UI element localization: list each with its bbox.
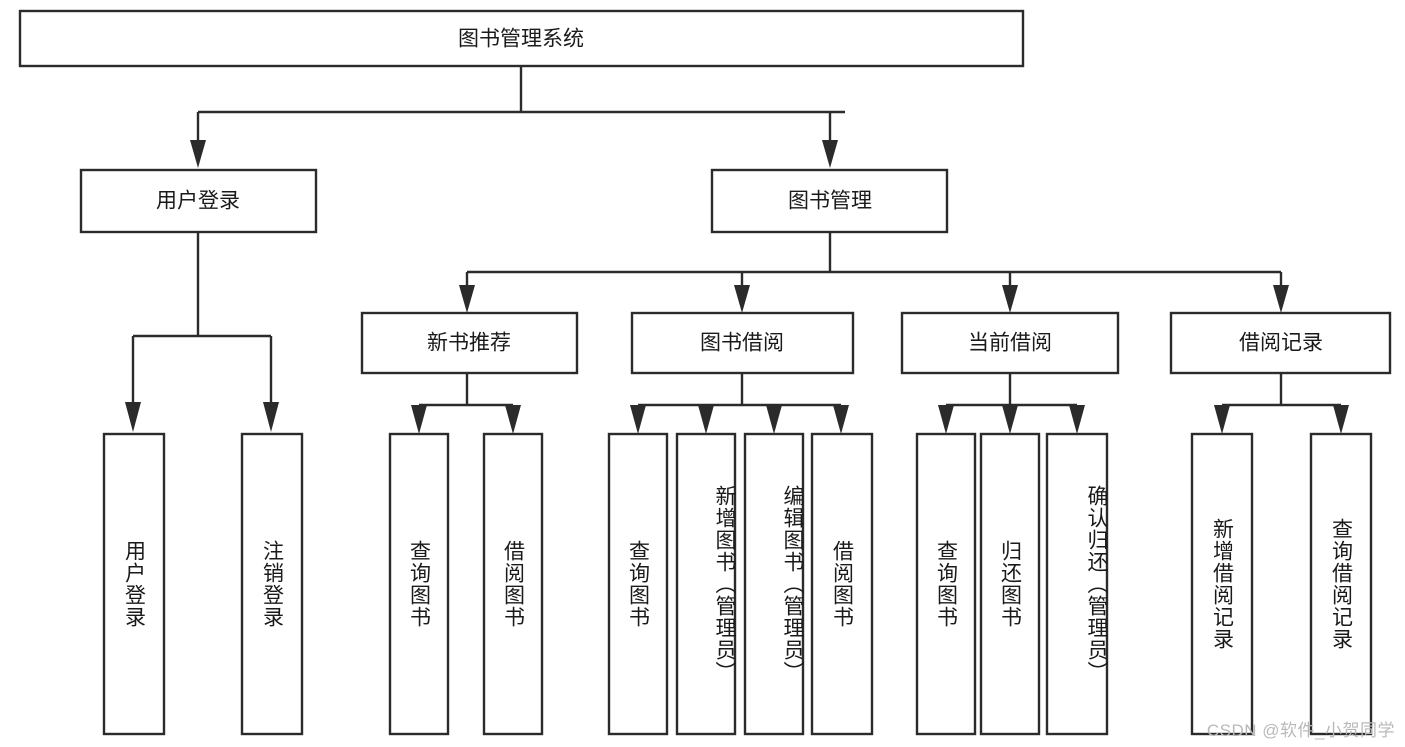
connector-bookmgmt-to-level3 bbox=[459, 232, 1289, 313]
leaf-box-add-borrow-record[interactable] bbox=[1190, 432, 1254, 736]
connector-root-to-level2 bbox=[190, 66, 845, 168]
node-book-management[interactable]: 图书管理 bbox=[710, 168, 949, 234]
node-current-borrow-label: 当前借阅 bbox=[968, 332, 1052, 355]
node-book-borrow[interactable]: 图书借阅 bbox=[630, 311, 855, 375]
node-root-system-label: 图书管理系统 bbox=[458, 28, 584, 51]
leaf-box-user-login[interactable] bbox=[102, 432, 166, 736]
leaf-box-query-book-newbook[interactable] bbox=[388, 432, 450, 736]
watermark-text: CSDN @软件_小贺同学 bbox=[1206, 721, 1395, 740]
node-user-login[interactable]: 用户登录 bbox=[79, 168, 318, 234]
connector-bookborrow-to-leaves bbox=[630, 373, 849, 434]
node-new-book-recommend-label: 新书推荐 bbox=[427, 332, 511, 355]
leaf-box-query-book-borrow[interactable] bbox=[607, 432, 669, 736]
node-book-management-label: 图书管理 bbox=[788, 190, 872, 213]
leaf-box-return-book[interactable] bbox=[979, 432, 1041, 736]
leaf-box-query-book-current[interactable] bbox=[915, 432, 977, 736]
leaf-box-query-borrow-record[interactable] bbox=[1309, 432, 1373, 736]
leaf-box-borrow-book-newbook[interactable] bbox=[482, 432, 544, 736]
node-new-book-recommend[interactable]: 新书推荐 bbox=[360, 311, 579, 375]
connector-userlogin-to-leaves bbox=[125, 232, 279, 432]
node-borrow-record-label: 借阅记录 bbox=[1239, 332, 1323, 355]
leaf-box-confirm-return-admin[interactable] bbox=[1045, 432, 1109, 736]
node-current-borrow[interactable]: 当前借阅 bbox=[900, 311, 1120, 375]
leaf-box-edit-book-admin[interactable] bbox=[743, 432, 805, 736]
connector-newbook-to-leaves bbox=[411, 373, 521, 434]
node-user-login-label: 用户登录 bbox=[156, 190, 240, 213]
node-root-system[interactable]: 图书管理系统 bbox=[18, 9, 1025, 68]
leaf-box-logout[interactable] bbox=[240, 432, 304, 736]
leaf-box-add-book-admin[interactable] bbox=[675, 432, 737, 736]
leaf-box-borrow-book[interactable] bbox=[810, 432, 874, 736]
connector-borrowrecord-to-leaves bbox=[1214, 373, 1349, 434]
node-borrow-record[interactable]: 借阅记录 bbox=[1169, 311, 1392, 375]
node-book-borrow-label: 图书借阅 bbox=[700, 332, 784, 355]
connector-currentborrow-to-leaves bbox=[938, 373, 1085, 434]
